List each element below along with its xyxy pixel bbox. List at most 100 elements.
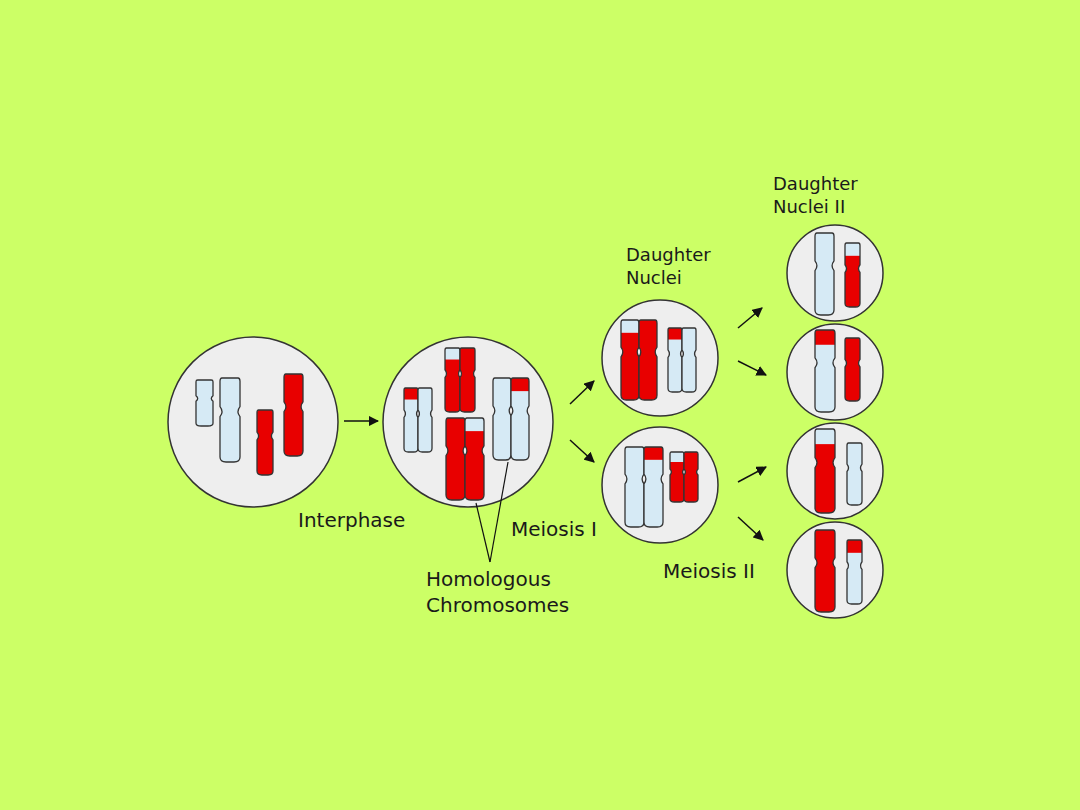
chromatid-body xyxy=(815,233,834,315)
chromatid xyxy=(639,320,657,400)
chromatid-outline xyxy=(404,388,418,452)
chromatid xyxy=(625,447,644,527)
daughter-nucleus-ii xyxy=(787,423,883,519)
chromatid-outline xyxy=(493,378,511,460)
chromatid-outline xyxy=(446,418,465,500)
chromatid xyxy=(682,328,696,392)
chromatid-outline xyxy=(684,452,698,502)
arrow xyxy=(570,381,594,404)
chromatid xyxy=(463,416,486,500)
phase-label: Meiosis I xyxy=(511,516,631,542)
chromatid xyxy=(196,380,213,426)
chromatid-outline xyxy=(284,374,303,456)
chromatid-outline xyxy=(815,233,834,315)
chromatid-outline xyxy=(815,330,835,412)
meiosis-cell xyxy=(383,337,553,507)
chromatid-body xyxy=(625,447,644,527)
chromatid-body xyxy=(684,452,698,502)
chromatid xyxy=(815,530,835,612)
chromatid-outline xyxy=(845,243,860,307)
phase-label: Interphase xyxy=(298,507,448,533)
chromatid xyxy=(847,443,862,505)
chromatid-body xyxy=(815,530,835,612)
chromatid-outline xyxy=(847,443,862,505)
daughter-nucleus-ii xyxy=(787,522,883,618)
arrow xyxy=(344,420,378,422)
chromatid-outline xyxy=(511,378,529,460)
leader-lines xyxy=(476,462,508,562)
chromatid-outline xyxy=(815,429,835,513)
chromatid-body xyxy=(845,338,860,401)
chromatid-outline xyxy=(621,320,639,400)
chromatid-outline xyxy=(682,328,696,392)
chromatid xyxy=(257,410,273,475)
chromatid-outline xyxy=(668,328,682,392)
chromatid xyxy=(669,451,686,502)
chromatid-outline xyxy=(847,540,862,604)
chromatid xyxy=(493,378,511,460)
chromatid xyxy=(220,378,240,462)
chromatid-body xyxy=(493,378,511,460)
chromatid xyxy=(684,452,698,502)
process-arrows xyxy=(344,308,766,540)
chromatid-body xyxy=(446,418,465,500)
chromatid xyxy=(619,318,641,400)
chromatid xyxy=(642,445,665,527)
chromatid-outline xyxy=(670,452,684,502)
chromatid-outline xyxy=(196,380,213,426)
crossover-segment xyxy=(813,328,837,344)
crossover-segment xyxy=(844,242,862,256)
chromatid-body xyxy=(418,388,432,452)
leader-line xyxy=(476,503,490,562)
chromatid xyxy=(284,374,303,456)
arrow xyxy=(738,361,766,375)
crossover-segment xyxy=(813,427,837,444)
chromatid-body xyxy=(284,374,303,456)
arrow xyxy=(738,467,766,482)
phase-label: Meiosis II xyxy=(663,558,785,584)
stage-label: Daughter Nuclei II xyxy=(773,172,885,219)
chromosomes xyxy=(196,233,864,612)
callout-label: Homologous Chromosomes xyxy=(426,566,616,618)
interphase-cell xyxy=(168,337,338,507)
chromatid-body xyxy=(460,348,475,412)
chromatid-body xyxy=(639,320,657,400)
chromatid xyxy=(403,387,420,452)
chromatid-outline xyxy=(465,418,484,500)
chromatid-outline xyxy=(418,388,432,452)
chromatid xyxy=(444,347,462,412)
chromatid-body xyxy=(257,410,273,475)
chromatid-outline xyxy=(257,410,273,475)
chromatid xyxy=(667,327,684,392)
chromatid xyxy=(844,242,862,307)
chromatid-outline xyxy=(625,447,644,527)
chromatid-outline xyxy=(639,320,657,400)
cell-nuclei xyxy=(168,225,883,618)
chromatid xyxy=(845,338,860,401)
daughter-nucleus-ii xyxy=(787,324,883,420)
crossover-segment xyxy=(846,539,864,553)
chromatid-outline xyxy=(845,338,860,401)
chromatid xyxy=(815,233,834,315)
chromatid xyxy=(846,539,864,604)
chromatid xyxy=(418,388,432,452)
stage-label: Daughter Nuclei xyxy=(626,243,738,290)
daughter-nucleus-ii xyxy=(787,225,883,321)
daughter-nucleus xyxy=(602,300,718,416)
leader-line xyxy=(490,462,508,562)
daughter-nucleus xyxy=(602,427,718,543)
chromatid xyxy=(446,418,465,500)
chromatid xyxy=(460,348,475,412)
chromatid-outline xyxy=(445,348,460,412)
chromatid xyxy=(509,376,531,460)
chromatid xyxy=(813,328,837,412)
chromatid-outline xyxy=(460,348,475,412)
arrow xyxy=(738,517,763,540)
chromatid xyxy=(813,427,837,513)
arrow xyxy=(570,440,594,462)
chromatid-body xyxy=(847,443,862,505)
arrow xyxy=(738,308,762,328)
chromatid-outline xyxy=(220,378,240,462)
chromatid-outline xyxy=(815,530,835,612)
